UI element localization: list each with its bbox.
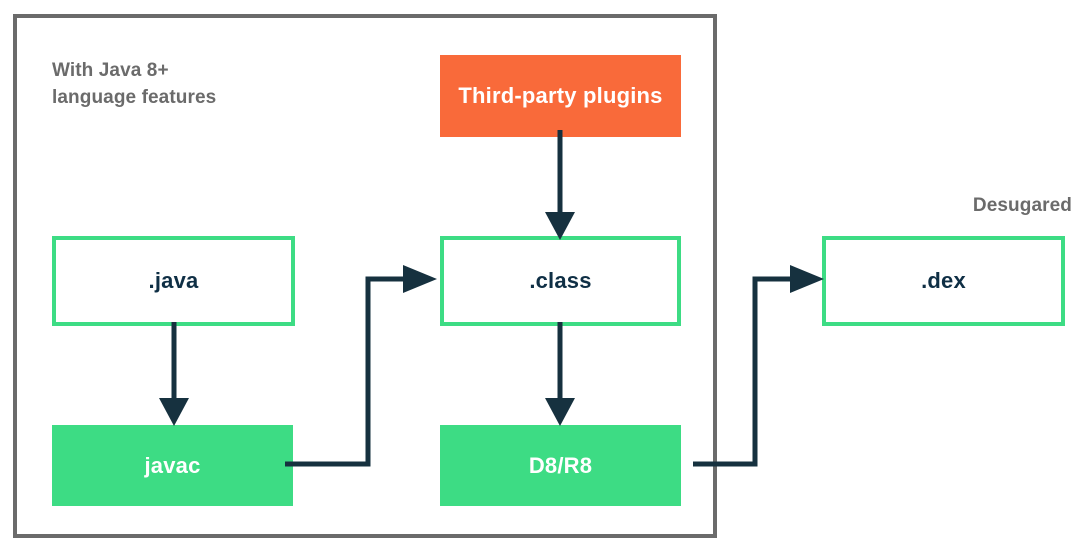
- node-java-source[interactable]: .java: [52, 236, 295, 326]
- node-javac-compiler-label: javac: [144, 452, 201, 478]
- node-java-source-label: .java: [148, 268, 199, 293]
- node-class-bytecode-label: .class: [529, 268, 592, 293]
- node-d8-r8-compiler[interactable]: D8/R8: [440, 425, 681, 506]
- node-class-bytecode[interactable]: .class: [440, 236, 681, 326]
- annotation-desugared: Desugared: [972, 195, 1072, 216]
- node-third-party-plugins[interactable]: Third-party plugins: [440, 55, 681, 137]
- node-dex-output-label: .dex: [921, 268, 966, 293]
- node-javac-compiler[interactable]: javac: [52, 425, 293, 506]
- node-third-party-plugins-label: Third-party plugins: [458, 83, 663, 108]
- build-scope-container: [13, 14, 717, 538]
- node-d8-r8-compiler-label: D8/R8: [528, 452, 593, 478]
- annotation-with-java8-features: With Java 8+ language features: [52, 60, 217, 108]
- node-dex-output[interactable]: .dex: [822, 236, 1065, 326]
